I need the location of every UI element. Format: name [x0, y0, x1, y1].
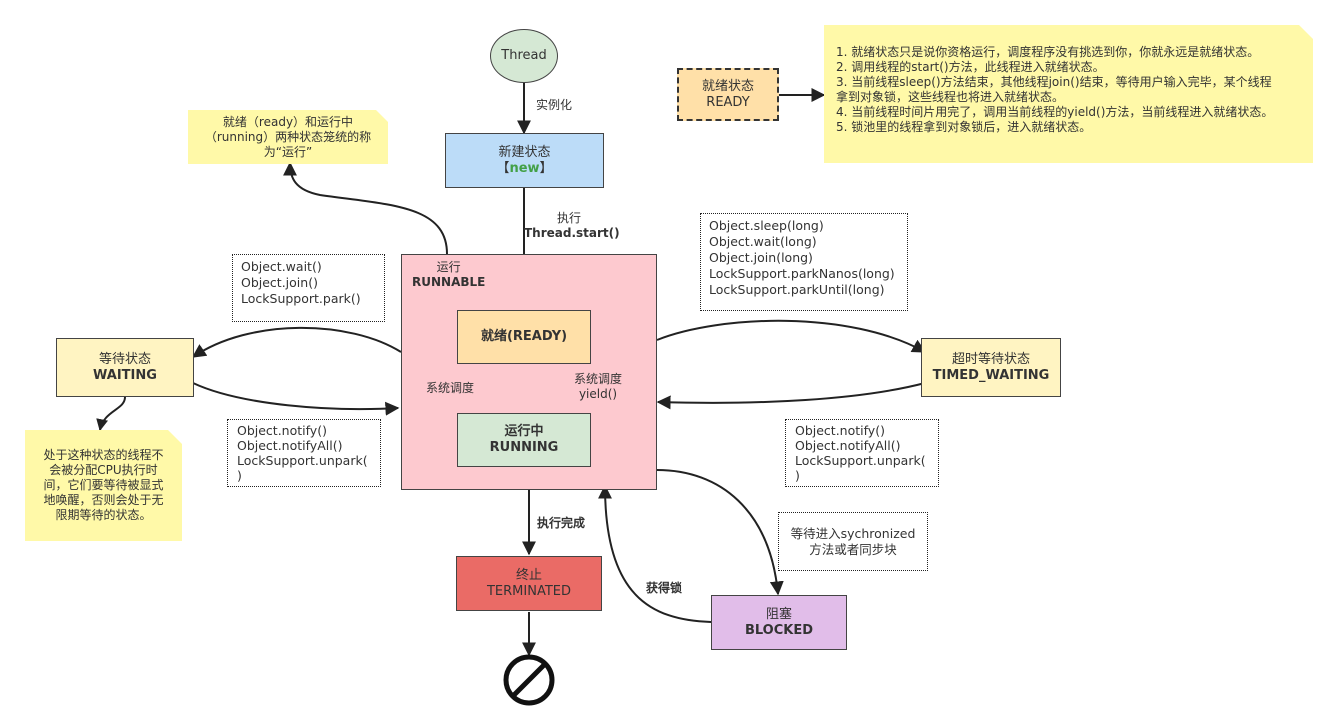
- finish-label: 执行完成: [537, 516, 586, 530]
- timed-waiting-state-node: 超时等待状态 TIMED_WAITING: [921, 338, 1061, 397]
- arrow-waiting-to-runnable: [192, 382, 400, 416]
- note-ready-rules: 1. 就绪状态只是说你资格运行，调度程序没有挑选到你，你就永远是就绪状态。2. …: [824, 25, 1313, 163]
- notify-method-item: LockSupport.unpark(: [237, 453, 368, 468]
- running-state-node: 运行中 RUNNING: [457, 413, 591, 467]
- terminated-state-node: 终止 TERMINATED: [456, 556, 602, 611]
- acquire-lock-label: 获得锁: [646, 581, 683, 595]
- new-state-subtitle: 【new】: [496, 160, 553, 176]
- blocked-condition-box: 等待进入sychronized 方法或者同步块: [778, 512, 928, 571]
- note-waiting-line: 限期等待的状态。: [55, 508, 152, 522]
- arrow-blocked-to-runnable: [598, 484, 712, 623]
- note-waiting-line: 处于这种状态的线程不: [43, 448, 164, 462]
- notify-method-item: Object.notify(): [237, 423, 327, 438]
- arrow-runnable-to-blocked: [656, 469, 784, 596]
- thread-label: Thread: [501, 48, 547, 63]
- note-line: 就绪（ready）和运行中: [222, 114, 354, 129]
- notify-method-item: Object.notifyAll(): [237, 438, 343, 453]
- notify-right-box: Object.notify()Object.notifyAll()LockSup…: [785, 419, 939, 487]
- blocked-title: 阻塞: [765, 606, 792, 622]
- note-waiting: 处于这种状态的线程不会被分配CPU执行时间，它们要等待被显式地唤醒，否则会处于无…: [25, 430, 182, 541]
- blocked-subtitle: BLOCKED: [744, 622, 814, 638]
- notify-method-item: Object.notify(): [795, 423, 885, 438]
- schedule-right-label: 系统调度 yield(): [574, 372, 623, 401]
- ready-state-node: 就绪(READY): [457, 310, 591, 364]
- note-ready-line: 5. 锁池里的线程拿到对象锁后，进入就绪状态。: [836, 120, 1092, 134]
- note-running-definition: 就绪（ready）和运行中 （running）两种状态笼统的称 为“运行”: [188, 110, 388, 164]
- wait-method-item: Object.wait(): [241, 259, 322, 274]
- timed-waiting-subtitle: TIMED_WAITING: [932, 367, 1050, 383]
- note-waiting-line: 地唤醒，否则会处于无: [43, 493, 164, 507]
- note-waiting-line: 会被分配CPU执行时: [49, 463, 158, 477]
- waiting-state-title: 等待状态: [98, 351, 151, 367]
- start-label: 执行 Thread.start(): [524, 211, 620, 240]
- new-state-node: 新建状态 【new】: [445, 133, 604, 188]
- note-ready-line: 4. 当前线程时间片用完了，调用当前线程的yield()方法，当前线程进入就绪状…: [836, 105, 1274, 119]
- notify-right-list: Object.notify()Object.notifyAll()LockSup…: [795, 423, 929, 483]
- notify-method-item: ): [795, 468, 800, 483]
- runnable-title: 运行 RUNNABLE: [412, 260, 486, 289]
- blocked-state-node: 阻塞 BLOCKED: [711, 595, 847, 650]
- arrow-runnable-to-note: [283, 161, 448, 255]
- ready-legend-node: 就绪状态 READY: [677, 68, 779, 121]
- timed-method-item: LockSupport.parkNanos(long): [709, 266, 895, 281]
- blocked-condition-line: 方法或者同步块: [809, 541, 897, 557]
- end-symbol-icon: [503, 654, 555, 706]
- schedule-left-label: 系统调度: [426, 381, 475, 395]
- note-ready-line: 拿到对象锁，这些线程也将进入就绪状态。: [836, 90, 1065, 104]
- note-ready-line: 2. 调用线程的start()方法，此线程进入就绪状态。: [836, 60, 1105, 74]
- wait-method-item: LockSupport.park(): [241, 291, 361, 306]
- notify-method-item: ): [237, 468, 242, 483]
- note-ready-line: 1. 就绪状态只是说你资格运行，调度程序没有挑选到你，你就永远是就绪状态。: [836, 45, 1260, 59]
- notify-method-item: Object.notifyAll(): [795, 438, 901, 453]
- timed-methods-list: Object.sleep(long)Object.wait(long)Objec…: [709, 218, 899, 298]
- ready-legend-title: 就绪状态: [701, 78, 754, 94]
- ready-state-label: 就绪(READY): [480, 329, 568, 344]
- arrow-runnable-to-waiting: [191, 326, 402, 358]
- notify-left-list: Object.notify()Object.notifyAll()LockSup…: [237, 423, 371, 483]
- terminated-subtitle: TERMINATED: [486, 583, 571, 599]
- notify-left-box: Object.notify()Object.notifyAll()LockSup…: [227, 419, 381, 487]
- notify-method-item: LockSupport.unpark(: [795, 453, 926, 468]
- running-state-title: 运行中: [504, 424, 544, 439]
- wait-methods-box: Object.wait()Object.join()LockSupport.pa…: [232, 254, 385, 322]
- instantiate-label: 实例化: [536, 98, 573, 112]
- note-waiting-lines: 处于这种状态的线程不会被分配CPU执行时间，它们要等待被显式地唤醒，否则会处于无…: [43, 448, 163, 523]
- timed-method-item: Object.wait(long): [709, 234, 817, 249]
- wait-method-item: Object.join(): [241, 275, 318, 290]
- waiting-state-subtitle: WAITING: [93, 367, 157, 383]
- wait-methods-list: Object.wait()Object.join()LockSupport.pa…: [241, 259, 376, 307]
- timed-method-item: Object.join(long): [709, 250, 813, 265]
- timed-waiting-title: 超时等待状态: [951, 351, 1030, 367]
- blocked-condition-line: 等待进入sychronized: [790, 525, 916, 541]
- thread-node: Thread: [490, 29, 558, 83]
- timed-methods-box: Object.sleep(long)Object.wait(long)Objec…: [700, 213, 908, 311]
- timed-method-item: Object.sleep(long): [709, 218, 824, 233]
- note-ready-lines: 1. 就绪状态只是说你资格运行，调度程序没有挑选到你，你就永远是就绪状态。2. …: [836, 45, 1301, 135]
- note-ready-line: 3. 当前线程sleep()方法结束，其他线程join()结束，等待用户输入完毕…: [836, 75, 1272, 89]
- note-line: （running）两种状态笼统的称: [204, 129, 372, 144]
- note-line: 为“运行”: [263, 144, 313, 159]
- note-waiting-line: 间，它们要等待被显式: [43, 478, 164, 492]
- new-state-title: 新建状态: [498, 144, 551, 160]
- arrow-runnable-to-timed: [656, 319, 927, 353]
- timed-method-item: LockSupport.parkUntil(long): [709, 282, 885, 297]
- terminated-title: 终止: [515, 567, 542, 583]
- waiting-state-node: 等待状态 WAITING: [56, 338, 194, 397]
- running-state-subtitle: RUNNING: [489, 440, 559, 455]
- arrow-timed-to-runnable: [656, 382, 926, 410]
- ready-legend-subtitle: READY: [706, 94, 750, 110]
- arrow-waiting-to-note: [96, 396, 126, 432]
